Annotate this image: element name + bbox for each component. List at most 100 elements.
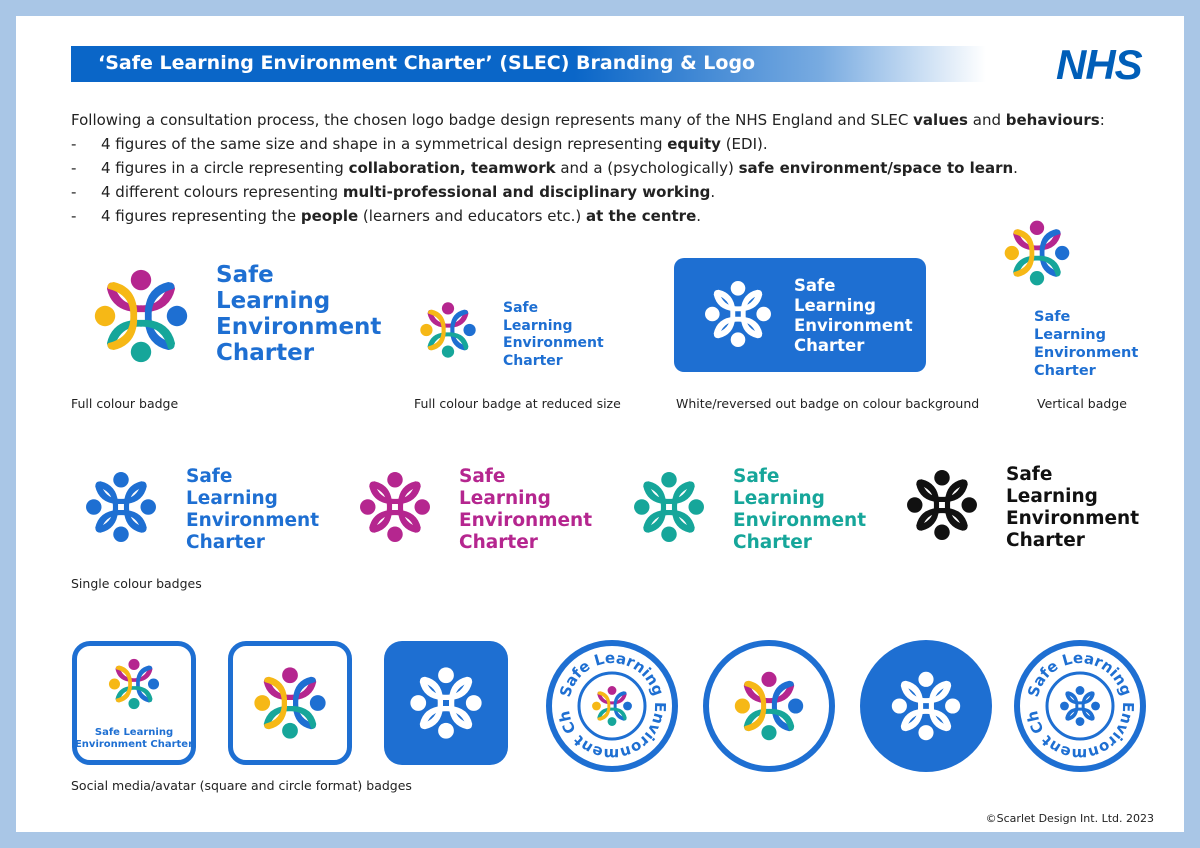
- full-colour-badge-icon: [94, 269, 188, 363]
- bullet-run: .: [710, 183, 716, 201]
- caption-full-colour: Full colour badge: [71, 396, 179, 411]
- wordmark-line: Safe Learning: [94, 727, 174, 738]
- bullet-text: 4 figures of the same size and shape in …: [101, 132, 768, 156]
- badge-figures: [705, 281, 771, 347]
- wordmark-line: Learning: [503, 317, 573, 334]
- social-square-text-badge-icon: [108, 658, 160, 710]
- badge-figures: [94, 269, 188, 363]
- wordmark-line: Environment: [216, 314, 382, 340]
- social-square-wordmark: Safe Learning Environment Charter: [72, 727, 196, 751]
- wordmark-line: Safe: [186, 466, 233, 487]
- vertical-wordmark: Safe Learning Environment Charter: [1034, 308, 1138, 380]
- social-circle-blue-text-badge: Safe Learning Environment Charter: [1014, 640, 1146, 772]
- wordmark-line: Charter: [1006, 530, 1085, 551]
- single-blue-wordmark: Safe Learning Environment Charter: [186, 466, 319, 554]
- reduced-wordmark: Safe Learning Environment Charter: [503, 300, 604, 370]
- bullet-text: 4 figures representing the people (learn…: [101, 204, 701, 228]
- social-square-solid-badge: [384, 641, 508, 765]
- bullet-run: .: [696, 207, 702, 225]
- full-colour-wordmark: Safe Learning Environment Charter: [216, 262, 381, 366]
- social-square-solid-badge-icon: [410, 667, 482, 739]
- social-circle-text-badge: Safe Learning Environment Charter: [546, 640, 678, 772]
- caption-single: Single colour badges: [71, 576, 202, 591]
- reduced-badge-icon: [420, 302, 476, 358]
- wordmark-line: Learning: [1006, 486, 1098, 507]
- badge-figures: [86, 472, 156, 542]
- wordmark-line: Safe: [1006, 464, 1053, 485]
- badge-figures: [1004, 220, 1070, 286]
- wordmark-line: Environment: [1006, 508, 1140, 529]
- bullet-item: - 4 different colours representing multi…: [71, 180, 1111, 204]
- wordmark-line: Environment Charter: [74, 739, 194, 750]
- page-title: ‘Safe Learning Environment Charter’ (SLE…: [98, 52, 756, 74]
- caption-reversed: White/reversed out badge on colour backg…: [676, 396, 980, 411]
- title-bar: ‘Safe Learning Environment Charter’ (SLE…: [71, 46, 986, 82]
- wordmark-line: Learning: [459, 488, 551, 509]
- wordmark-line: Charter: [794, 336, 865, 355]
- single-magenta-badge-icon: [360, 472, 430, 542]
- wordmark-line: Learning: [733, 488, 825, 509]
- intro-text: Following a consultation process, the ch…: [71, 108, 1111, 228]
- bullet-run: 4 figures in a circle representing: [101, 159, 349, 177]
- single-black-badge-icon: [907, 470, 977, 540]
- bullet-text: 4 different colours representing multi-p…: [101, 180, 715, 204]
- circle-ring-inner: [577, 671, 647, 741]
- bullet-bold: at the centre: [586, 207, 697, 225]
- intro-text-run: and: [967, 111, 1006, 129]
- bullet-item: - 4 figures in a circle representing col…: [71, 156, 1111, 180]
- bullet-dash: -: [71, 159, 77, 177]
- badge-figures: [420, 302, 476, 358]
- bullet-run: and a (psychologically): [555, 159, 739, 177]
- badge-figures: [360, 472, 430, 542]
- caption-reduced: Full colour badge at reduced size: [414, 396, 621, 411]
- wordmark-line: Learning: [216, 288, 331, 314]
- wordmark-line: Environment: [186, 510, 320, 531]
- wordmark-line: Charter: [1034, 363, 1096, 379]
- circle-ring: [703, 640, 835, 772]
- wordmark-line: Safe: [794, 276, 836, 295]
- bullet-text: 4 figures in a circle representing colla…: [101, 156, 1018, 180]
- social-circle-solid-badge: [860, 640, 992, 772]
- bullet-bold: collaboration, teamwork: [348, 159, 556, 177]
- intro-text-run: :: [1099, 111, 1105, 129]
- badge-figures: [108, 658, 160, 710]
- wordmark-line: Charter: [459, 532, 538, 553]
- badge-figures: [254, 667, 326, 739]
- wordmark-line: Safe: [503, 300, 539, 316]
- wordmark-line: Environment: [794, 316, 913, 335]
- wordmark-line: Environment: [1034, 345, 1139, 361]
- wordmark-line: Safe: [733, 466, 780, 487]
- bullet-item: - 4 figures of the same size and shape i…: [71, 132, 1111, 156]
- bullet-run: .: [1013, 159, 1018, 177]
- nhs-logo: NHS: [1056, 41, 1143, 88]
- caption-social: Social media/avatar (square and circle f…: [71, 778, 412, 793]
- bullet-dash: -: [71, 183, 77, 201]
- bullet-bold: people: [300, 207, 359, 225]
- single-blue-badge-icon: [86, 472, 156, 542]
- wordmark-line: Safe: [459, 466, 506, 487]
- caption-vertical: Vertical badge: [1037, 396, 1127, 411]
- bullet-run: (EDI).: [720, 135, 768, 153]
- wordmark-line: Safe: [216, 262, 274, 288]
- bullet-bold: multi-professional and disciplinary work…: [342, 183, 711, 201]
- intro-bold-run: values: [913, 111, 968, 129]
- intro-bold-run: behaviours: [1005, 111, 1100, 129]
- vertical-badge-icon: [1004, 220, 1070, 286]
- intro-text-run: Following a consultation process, the ch…: [71, 111, 914, 129]
- circle-ring-inner: [1045, 671, 1115, 741]
- wordmark-line: Environment: [459, 510, 593, 531]
- wordmark-line: Charter: [733, 532, 812, 553]
- bullet-run: (learners and educators etc.): [358, 207, 586, 225]
- social-square-badge-icon: [254, 667, 326, 739]
- wordmark-line: Environment: [733, 510, 867, 531]
- intro-paragraph: Following a consultation process, the ch…: [71, 108, 1111, 132]
- wordmark-line: Charter: [186, 532, 265, 553]
- bullet-dash: -: [71, 207, 77, 225]
- single-teal-badge-icon: [634, 472, 704, 542]
- bullet-bold: equity: [667, 135, 721, 153]
- bullet-run: 4 different colours representing: [101, 183, 343, 201]
- badge-figures: [634, 472, 704, 542]
- copyright: ©Scarlet Design Int. Ltd. 2023: [985, 812, 1154, 825]
- bullet-bold: safe environment/space to learn: [738, 159, 1014, 177]
- wordmark-line: Learning: [794, 296, 876, 315]
